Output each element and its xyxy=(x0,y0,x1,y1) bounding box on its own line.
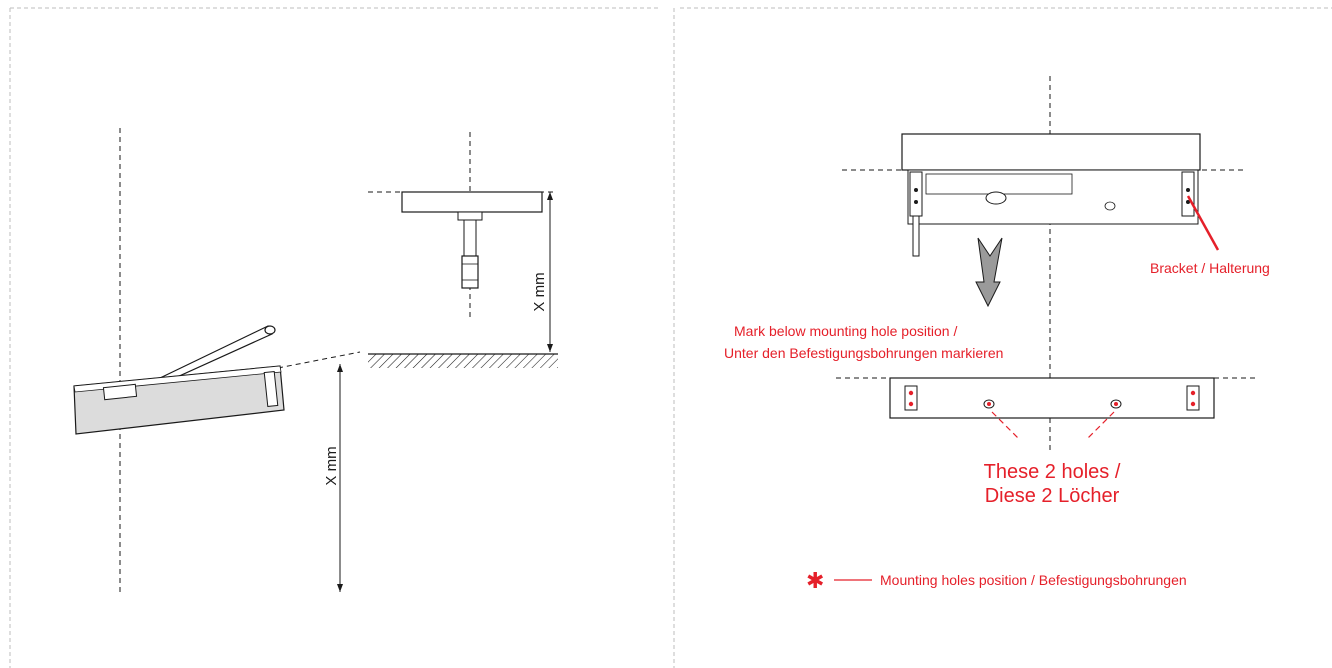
dimension-top-arrow-up xyxy=(547,192,553,200)
closer-pin xyxy=(912,215,920,257)
floor-hatch xyxy=(368,354,558,368)
bracket-label: Bracket / Halterung xyxy=(1150,260,1270,276)
closer-inner-track xyxy=(925,173,1073,195)
bracket-left-hole-1 xyxy=(914,188,918,192)
template-hole-left-2 xyxy=(908,401,914,407)
legend: ✱ Mounting holes position / Befestigungs… xyxy=(806,568,1187,593)
legend-asterisk-icon: ✱ xyxy=(806,568,824,593)
dimension-bottom-label: X mm xyxy=(323,446,340,485)
holes-leader-left xyxy=(991,411,1021,441)
pivot-shaft xyxy=(463,219,477,257)
closer-body-top xyxy=(842,133,1246,257)
floor xyxy=(368,353,558,368)
left-panel: X mm X mm xyxy=(73,128,558,592)
mark-down-arrow xyxy=(975,237,1003,308)
dimension-top-label: X mm xyxy=(531,272,548,311)
dimension-bottom: X mm xyxy=(323,364,343,592)
pivot-collar xyxy=(457,211,483,221)
bracket-left xyxy=(909,171,923,217)
projection-line xyxy=(277,351,361,369)
pivot-sleeve xyxy=(461,255,479,289)
dimension-bottom-arrow-up xyxy=(337,364,343,372)
template-bracket-left xyxy=(904,385,918,411)
template-center-hole-left-dot xyxy=(987,402,991,406)
template-hole-left-1 xyxy=(908,390,914,396)
template-hole-right-1 xyxy=(1190,390,1196,396)
bracket-right-hole-1 xyxy=(1186,188,1190,192)
template-bracket-right xyxy=(1186,385,1200,411)
mark-instruction-line1: Mark below mounting hole position / xyxy=(734,323,957,339)
template-hole-right-2 xyxy=(1190,401,1196,407)
hinge-left xyxy=(102,383,138,401)
holes-leader-right xyxy=(1085,411,1115,441)
dimension-top: X mm xyxy=(531,192,553,352)
door-with-closer xyxy=(73,325,285,435)
dimension-bottom-arrow-down xyxy=(337,584,343,592)
bracket-right xyxy=(1181,171,1195,217)
closer-body xyxy=(901,133,1201,171)
template-plate xyxy=(889,377,1215,419)
template-center-hole-right-dot xyxy=(1114,402,1118,406)
holes-label-line1: These 2 holes / xyxy=(984,461,1121,483)
closer-arm-end xyxy=(264,325,276,335)
right-panel: Bracket / Halterung Mark below mounting … xyxy=(724,76,1270,593)
ceiling-plate xyxy=(401,191,543,213)
panel-borders xyxy=(9,7,1332,668)
mounting-template xyxy=(836,377,1258,419)
bracket-right-hole-2 xyxy=(1186,200,1190,204)
bracket-left-hole-2 xyxy=(914,200,918,204)
ceiling-closer-detail xyxy=(368,132,556,320)
closer-pinion xyxy=(985,191,1007,205)
bracket-leader xyxy=(1186,195,1220,251)
dimension-top-arrow-down xyxy=(547,344,553,352)
door-handle-bracket xyxy=(263,371,279,407)
holes-label-line2: Diese 2 Löcher xyxy=(985,485,1120,507)
closer-screw xyxy=(1104,201,1116,211)
mark-instruction-line2: Unter den Befestigungsbohrungen markiere… xyxy=(724,345,1003,361)
legend-text: Mounting holes position / Befestigungsbo… xyxy=(880,572,1187,588)
